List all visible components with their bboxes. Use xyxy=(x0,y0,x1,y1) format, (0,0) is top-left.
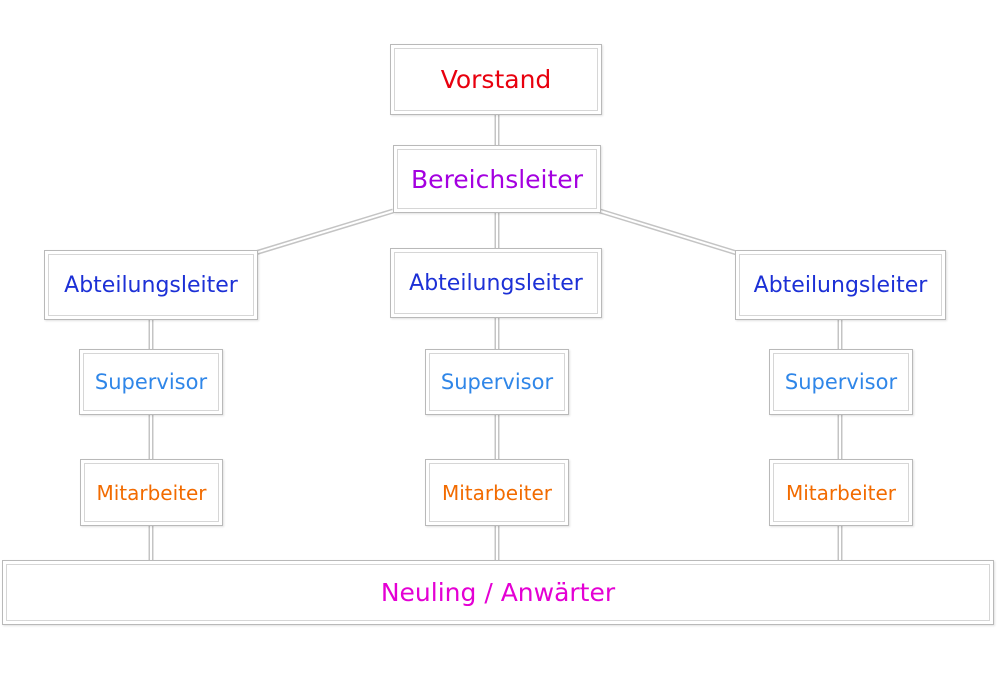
department-head-label-1: Abteilungsleiter xyxy=(64,272,238,298)
department-head-label-3: Abteilungsleiter xyxy=(753,272,928,298)
department-head-label-2: Abteilungsleiter xyxy=(409,270,583,296)
division-head-label: Bereichsleiter xyxy=(411,164,583,194)
supervisor-node-1: Supervisor xyxy=(79,349,223,415)
supervisor-label-1: Supervisor xyxy=(94,370,208,394)
supervisor-label-3: Supervisor xyxy=(784,370,898,394)
newcomer-node: Neuling / Anwärter xyxy=(2,560,994,625)
employee-label-2: Mitarbeiter xyxy=(441,480,553,505)
board-node: Vorstand xyxy=(390,44,602,115)
newcomer-label: Neuling / Anwärter xyxy=(380,578,616,607)
supervisor-node-3: Supervisor xyxy=(769,349,913,415)
employee-node-3: Mitarbeiter xyxy=(769,459,913,526)
employee-label-1: Mitarbeiter xyxy=(96,480,207,505)
division-head-node: Bereichsleiter xyxy=(393,145,601,213)
department-head-node-1: Abteilungsleiter xyxy=(44,250,258,320)
department-head-node-3: Abteilungsleiter xyxy=(735,250,946,320)
employee-node-2: Mitarbeiter xyxy=(425,459,569,526)
supervisor-node-2: Supervisor xyxy=(425,349,569,415)
employee-node-1: Mitarbeiter xyxy=(80,459,223,526)
employee-label-3: Mitarbeiter xyxy=(785,480,897,505)
supervisor-label-2: Supervisor xyxy=(440,370,554,394)
board-label: Vorstand xyxy=(440,65,552,94)
department-head-node-2: Abteilungsleiter xyxy=(390,248,602,318)
